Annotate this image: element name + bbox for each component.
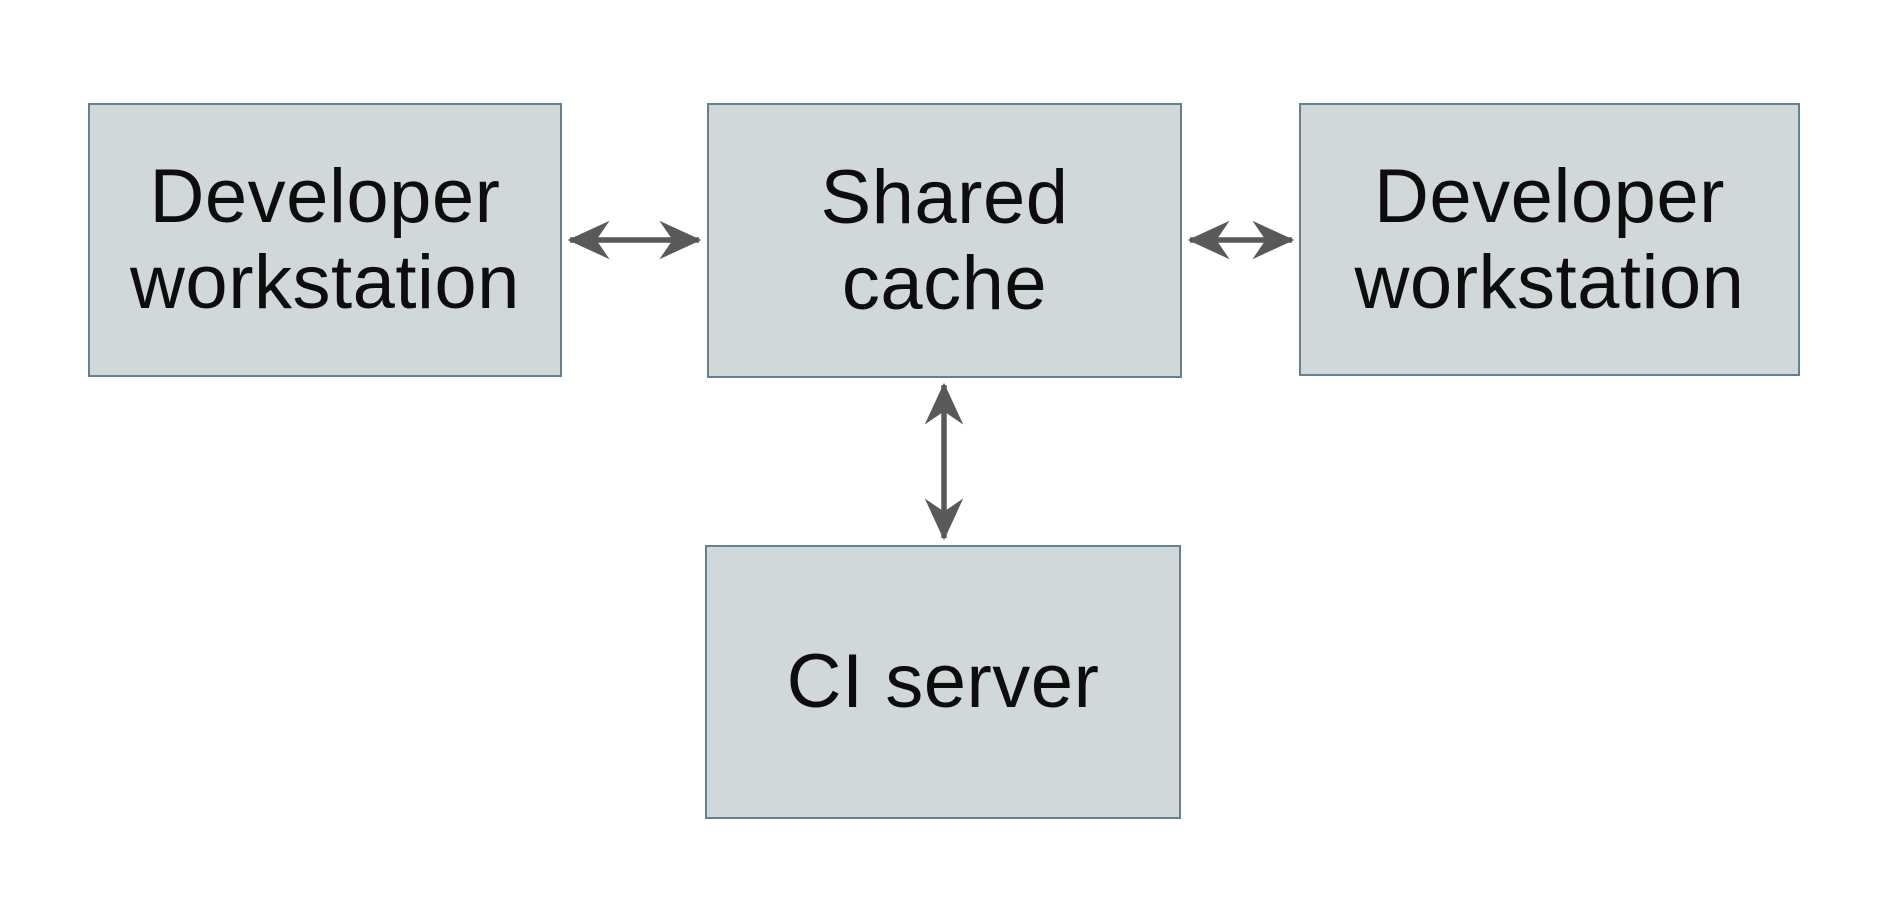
node-ci-server: CI server — [705, 545, 1181, 819]
node-developer-workstation-left: Developer workstation — [88, 103, 562, 377]
node-label-line: cache — [841, 240, 1048, 326]
node-label-line: Developer — [1374, 153, 1725, 239]
node-developer-workstation-right: Developer workstation — [1299, 103, 1800, 376]
node-label-line: Shared — [820, 154, 1069, 240]
node-label-line: CI server — [786, 639, 1100, 725]
node-label-line: workstation — [1354, 239, 1745, 325]
node-label-line: workstation — [130, 240, 520, 325]
node-label-line: Developer — [149, 154, 501, 240]
node-shared-cache: Shared cache — [707, 103, 1182, 378]
